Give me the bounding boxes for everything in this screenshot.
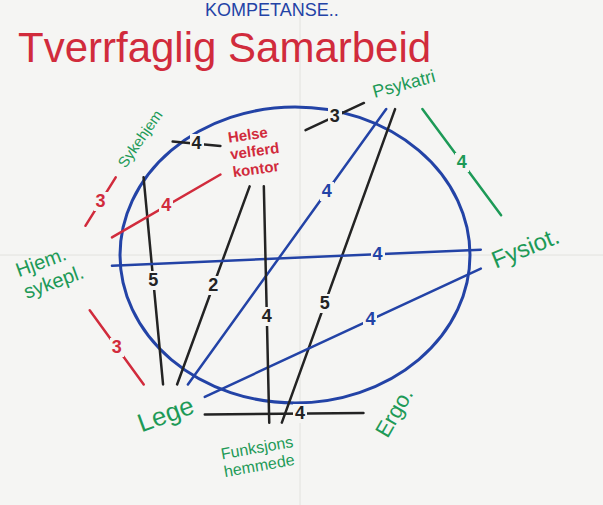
connector-line	[205, 413, 364, 415]
connector-line	[177, 186, 250, 384]
paper-fold	[300, 0, 301, 505]
score-number: 3	[110, 338, 124, 357]
score-number: 4	[320, 182, 334, 201]
connector-line	[306, 103, 364, 130]
connector-line	[205, 269, 481, 397]
collaboration-circle	[120, 107, 470, 403]
profession-node: Ergo.	[367, 381, 421, 445]
score-number: 4	[455, 153, 469, 172]
node-text: Ergo.	[370, 384, 418, 442]
connector-line	[422, 109, 501, 215]
connector-line	[85, 177, 115, 225]
profession-node: Hjem. sykepl.	[10, 230, 108, 306]
score-number: 4	[260, 307, 274, 326]
score-number: 4	[371, 245, 385, 264]
node-text: Psykatri	[370, 66, 437, 103]
node-text: Helse velferd kontor	[227, 120, 300, 180]
connector-line	[282, 109, 395, 423]
node-text: Lege	[134, 391, 199, 439]
score-number: 5	[318, 294, 332, 313]
profession-node: Funksjons hemmede	[217, 427, 323, 485]
score-number: 4	[363, 310, 377, 329]
score-number: 3	[94, 192, 108, 211]
connector-line	[188, 109, 386, 384]
connector-line	[112, 250, 481, 266]
score-number: 4	[159, 196, 173, 215]
connector-line	[264, 186, 269, 422]
score-number: 2	[206, 276, 220, 295]
profession-node: Fysiot.	[485, 219, 566, 276]
chart-title: Tverrfaglig Samarbeid	[18, 24, 431, 72]
node-text: Fysiot.	[487, 222, 563, 274]
score-number: 4	[190, 134, 204, 153]
connector-line	[90, 310, 144, 384]
profession-node: Sykehjem	[111, 104, 168, 173]
score-number: 5	[146, 271, 160, 290]
score-number: 4	[293, 404, 307, 423]
score-number: 3	[328, 107, 342, 126]
heading-fragment: KOMPETANSE..	[205, 0, 339, 21]
profession-node: Helse velferd kontor	[224, 117, 301, 182]
profession-node: Lege	[131, 388, 201, 441]
node-text: Funksjons hemmede	[220, 429, 321, 482]
connector-line	[112, 175, 221, 238]
node-text: Hjem. sykepl.	[13, 232, 106, 303]
